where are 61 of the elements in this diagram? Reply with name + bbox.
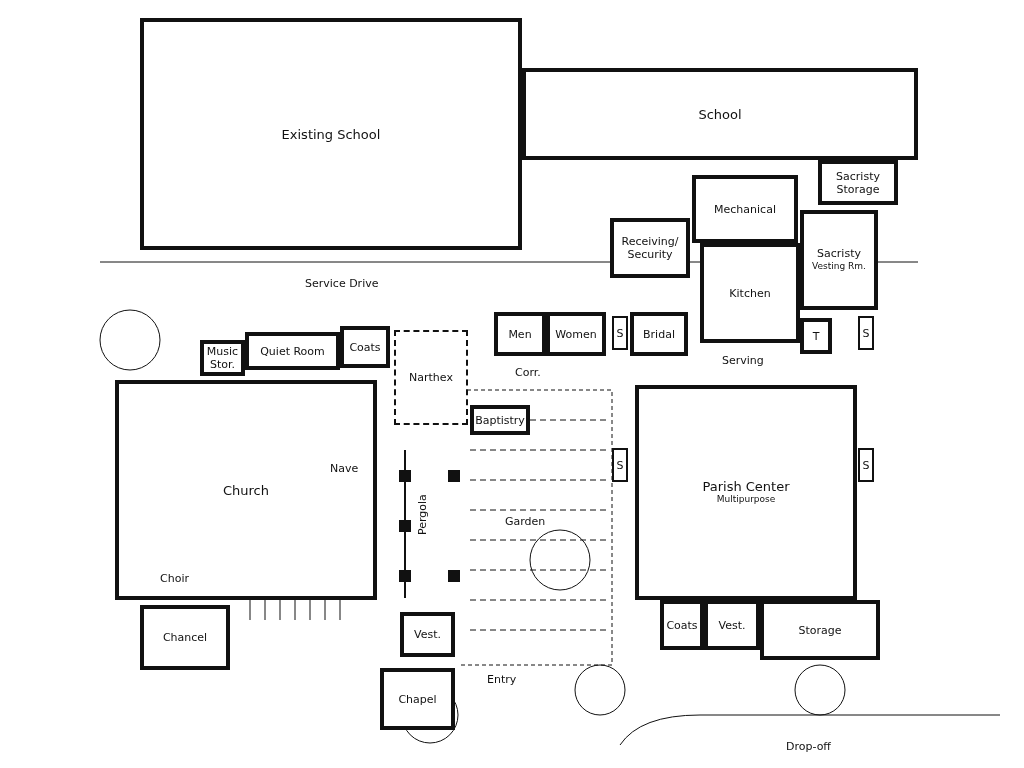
room-label: Mechanical [714, 202, 776, 216]
area-label: Choir [160, 572, 189, 585]
room-outline [140, 605, 230, 670]
room-label: Church [223, 483, 269, 497]
room-label: Quiet Room [260, 344, 325, 358]
area-label: Service Drive [305, 277, 379, 290]
room-label: Vest. [414, 628, 441, 641]
room-sublabel: Vesting Rm. [812, 260, 866, 273]
room-outline [630, 312, 688, 356]
room-outline [340, 326, 390, 368]
room-outline [858, 448, 874, 482]
room-outline [394, 330, 468, 425]
room-outline [380, 668, 455, 730]
room-label: S [862, 458, 870, 472]
room-outline [522, 68, 918, 160]
room-label: Storage [798, 623, 842, 637]
room-label: School [698, 107, 742, 121]
room-outline [858, 316, 874, 350]
room-outline [800, 318, 832, 354]
room-label: Music Stor. [205, 345, 240, 371]
area-label: Garden [505, 515, 546, 528]
area-label: Corr. [515, 366, 541, 379]
room-outline [612, 316, 628, 350]
room-outline [400, 612, 455, 657]
room-label: S [616, 458, 624, 472]
room-label: S [616, 326, 624, 340]
room-label: Receiving/ Security [620, 235, 680, 261]
room-outline [546, 312, 606, 356]
room-outline [818, 160, 898, 205]
area-label: Pergola [416, 494, 429, 535]
room-label: Coats [666, 618, 698, 632]
room-outline [800, 210, 878, 310]
room-label: T [812, 329, 820, 343]
room-label: Sacristy [817, 247, 861, 260]
area-label: Nave [330, 462, 359, 475]
area-label: Drop-off [786, 740, 831, 753]
room-outline [612, 448, 628, 482]
room-outline [635, 385, 857, 600]
room-sublabel: Multipurpose [716, 492, 776, 506]
room-label: Vest. [718, 618, 746, 632]
room-outline [470, 405, 530, 435]
room-label: Existing School [281, 127, 381, 141]
room-label: Bridal [643, 327, 675, 341]
room-label: Coats [349, 340, 381, 354]
room-outline [494, 312, 546, 356]
room-label: S [862, 326, 870, 340]
area-label: Entry [487, 673, 517, 686]
room-label: Men [508, 327, 532, 341]
room-label: Chapel [398, 692, 437, 706]
area-label: Serving [722, 354, 764, 367]
room-outline [140, 18, 522, 250]
room-label: Parish Center [702, 479, 790, 493]
room-label: Kitchen [729, 286, 771, 300]
room-outline [610, 218, 690, 278]
room-label: Chancel [162, 631, 208, 644]
room-label: Women [555, 327, 597, 341]
room-label: Sacristy Storage [835, 169, 881, 196]
room-label: Narthex [409, 371, 453, 384]
room-outline [692, 175, 798, 243]
room-outline [115, 380, 377, 600]
room-label: Baptistry [475, 413, 525, 427]
